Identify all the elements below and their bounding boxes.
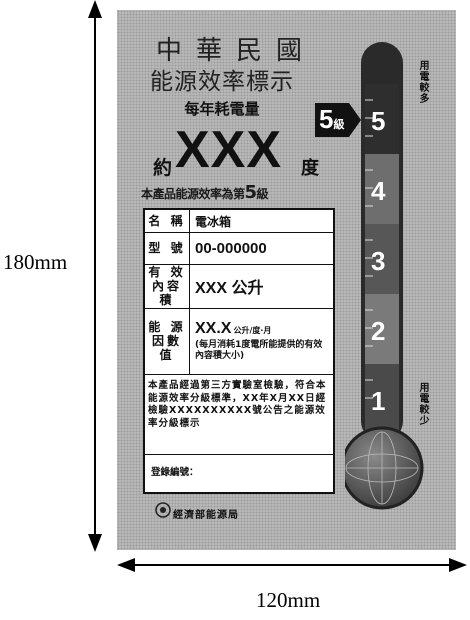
label-title: 能源效率標示 — [150, 69, 294, 95]
agency-logo-icon — [155, 502, 171, 518]
scale-label-2: 2 — [371, 316, 385, 346]
grade-badge: 5級 — [315, 101, 361, 139]
model-key: 型 號 — [145, 232, 190, 264]
registration-label: 登錄編號： — [151, 467, 199, 478]
consumption-value: XXX — [175, 121, 283, 179]
scale-segment-5 — [365, 84, 399, 154]
consumption-unit: 度 — [301, 158, 319, 179]
less-power-label: 用電較少 — [417, 382, 428, 426]
factor-note: (每月消耗1度電所能提供的有效內容積大小) — [195, 340, 323, 361]
more-power-label: 用電較多 — [417, 60, 428, 104]
grade-badge-suffix: 級 — [333, 119, 345, 131]
scale-label-4: 4 — [371, 176, 386, 206]
energy-efficiency-label: 中華民國 能源效率標示 每年耗電量 約 XXX 度 本產品能源效率為第5級 5級… — [117, 10, 456, 550]
model-value: 00-000000 — [195, 239, 267, 257]
scale-ticks — [365, 99, 373, 399]
capacity-value: XXX 公升 — [195, 280, 264, 297]
globe-icon — [345, 431, 419, 505]
label-title-country: 中華民國 — [155, 36, 316, 66]
height-label: 180mm — [3, 250, 68, 275]
approx-label: 約 — [153, 157, 173, 179]
table-row-registration: 登錄編號： — [145, 454, 333, 492]
table-row-name: 名 稱 電冰箱 — [145, 210, 333, 233]
name-value: 電冰箱 — [195, 214, 232, 229]
annual-consumption-label: 每年耗電量 — [184, 100, 260, 118]
table-row-model: 型 號 00-000000 — [145, 232, 333, 265]
factor-value: XX.X — [195, 320, 232, 337]
table-row-capacity: 有 效 內容積 XXX 公升 — [145, 264, 333, 309]
scale-label-3: 3 — [371, 246, 385, 276]
width-label: 120mm — [256, 588, 321, 613]
table-row-declaration: 本產品經過第三方實驗室檢驗，符合本能源效率分級標準，XX年X月XX日經檢驗XXX… — [145, 374, 333, 455]
scale-segment-4 — [365, 154, 399, 224]
name-key: 名 稱 — [145, 210, 190, 232]
efficiency-statement: 本產品能源效率為第5級 — [141, 182, 269, 203]
annual-consumption: 約 XXX 度 — [153, 120, 353, 182]
factor-key: 能 源 因數值 — [145, 308, 190, 374]
agency-name: 經濟部能源局 — [173, 510, 239, 521]
declaration-text: 本產品經過第三方實驗室檢驗，符合本能源效率分級標準，XX年X月XX日經檢驗XXX… — [148, 380, 327, 429]
scale-segment-3 — [365, 224, 399, 294]
product-info-table: 名 稱 電冰箱 型 號 00-000000 有 效 內容積 XXX 公升 能 源… — [143, 208, 335, 494]
grade-badge-arrow-icon — [315, 103, 361, 137]
grade-badge-value: 5 — [319, 104, 334, 134]
scale-label-1: 1 — [371, 386, 385, 416]
thermometer-scale: 5 4 3 2 1 — [345, 42, 424, 510]
height-dimension-arrow — [88, 0, 102, 552]
scale-label-5: 5 — [371, 106, 385, 136]
capacity-key: 有 效 內容積 — [145, 264, 190, 308]
scale-segment-2 — [365, 294, 399, 364]
scale-segment-1 — [365, 364, 399, 434]
factor-unit: 公升/度·月 — [233, 326, 272, 335]
